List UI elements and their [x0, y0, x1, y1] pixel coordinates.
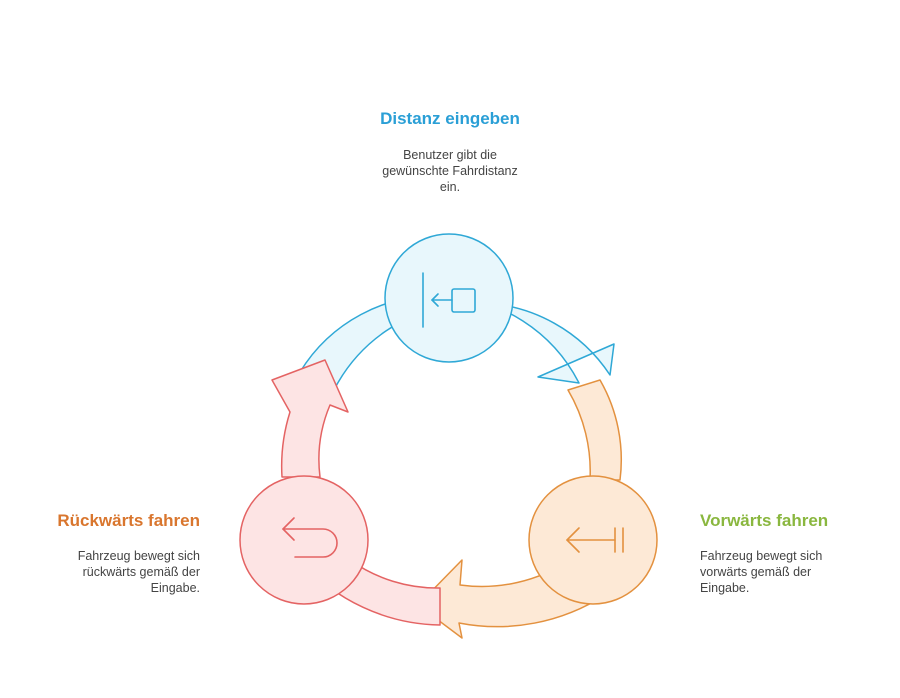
- u-turn-left-icon: [282, 517, 338, 558]
- arrow-left-to-bar-icon: [566, 527, 624, 553]
- arrow-left-to-top-head: [271, 359, 349, 478]
- step-description-forward: Fahrzeug bewegt sich vorwärts gemäß der …: [700, 549, 823, 595]
- node-distance-circle: [384, 233, 514, 363]
- step-title-forward: Vorwärts fahren: [700, 511, 829, 530]
- step-description-backward: Fahrzeug bewegt sich rückwärts gemäß der…: [77, 549, 200, 595]
- arrow-left-to-box-icon: [422, 272, 476, 328]
- step-title-distance: Distanz eingeben: [380, 109, 520, 128]
- step-description-distance: Benutzer gibt die gewünschte Fahrdistanz…: [382, 148, 518, 194]
- step-title-backward: Rückwärts fahren: [57, 511, 200, 530]
- arrow-right-to-left: [567, 379, 623, 481]
- node-backward-circle: [239, 475, 369, 605]
